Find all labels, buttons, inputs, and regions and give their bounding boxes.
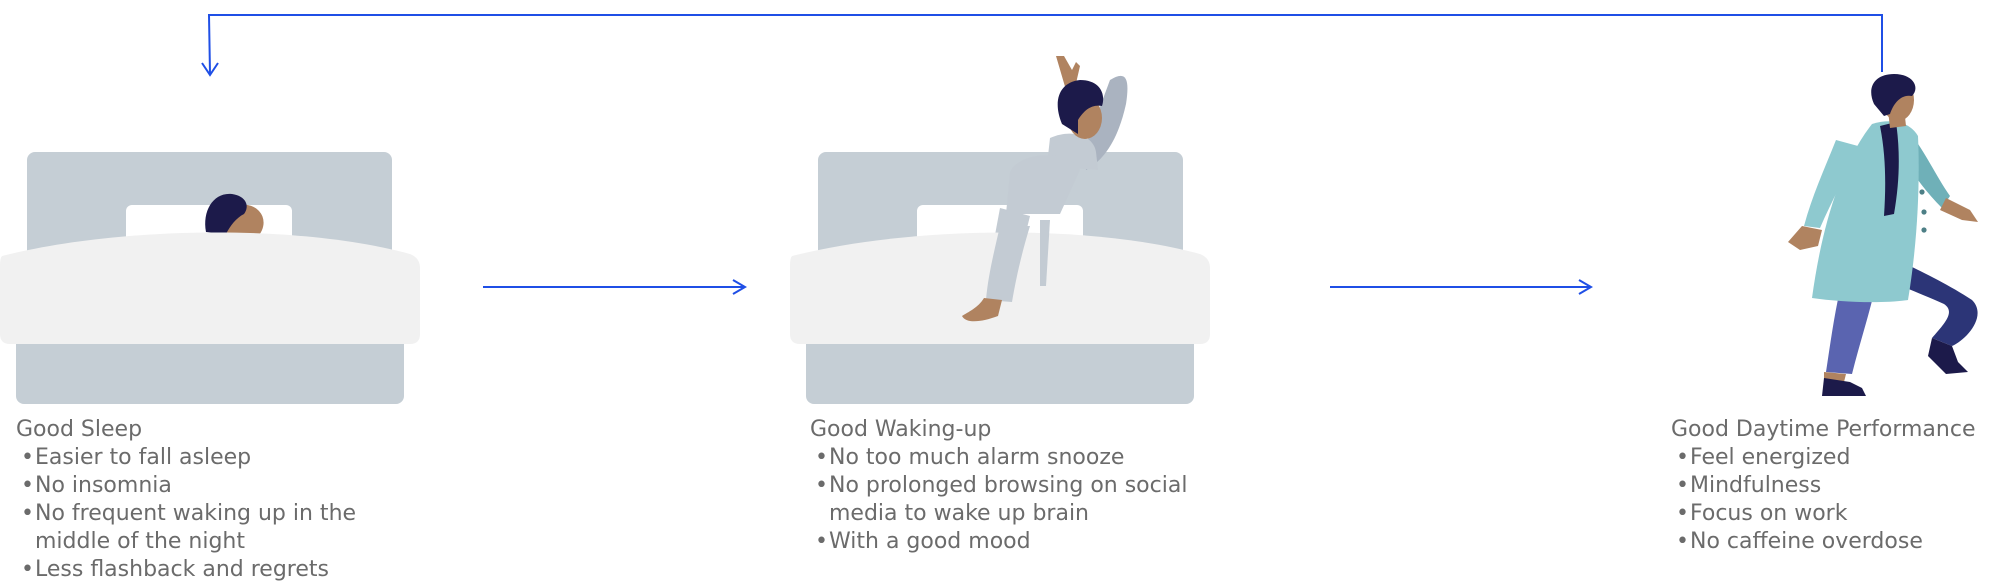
list-item: No prolonged browsing on social media to… <box>810 472 1210 528</box>
list-item: Easier to fall asleep <box>16 444 396 472</box>
list-item: With a good mood <box>810 528 1210 556</box>
list-item: No insomnia <box>16 472 396 500</box>
bullet-list: Easier to fall asleep No insomnia No fre… <box>16 444 396 584</box>
waking-person-leg <box>962 220 1050 322</box>
caption-good-daytime-performance: Good Daytime Performance Feel energized … <box>1671 416 2000 556</box>
bullet-list: Feel energized Mindfulness Focus on work… <box>1671 444 2000 556</box>
list-item: No too much alarm snooze <box>810 444 1210 472</box>
list-item: Less flashback and regrets <box>16 556 396 584</box>
walking-person-icon <box>1788 74 1978 396</box>
stage-title: Good Sleep <box>16 417 143 442</box>
list-item: No caffeine overdose <box>1671 528 2000 556</box>
blanket <box>0 232 420 344</box>
list-item: Focus on work <box>1671 500 2000 528</box>
loop-back-arrow <box>201 14 1883 77</box>
caption-good-sleep: Good Sleep Easier to fall asleep No inso… <box>16 416 396 584</box>
list-item: Mindfulness <box>1671 472 2000 500</box>
arrow-waking-to-daytime <box>1330 279 1593 295</box>
list-item: No frequent waking up in the middle of t… <box>16 500 396 556</box>
stage-title: Good Daytime Performance <box>1671 417 1976 442</box>
arrow-sleep-to-waking <box>483 279 747 295</box>
list-item: Feel energized <box>1671 444 2000 472</box>
stage-title: Good Waking-up <box>810 417 992 442</box>
bullet-list: No too much alarm snooze No prolonged br… <box>810 444 1210 556</box>
caption-good-waking-up: Good Waking-up No too much alarm snooze … <box>810 416 1210 556</box>
